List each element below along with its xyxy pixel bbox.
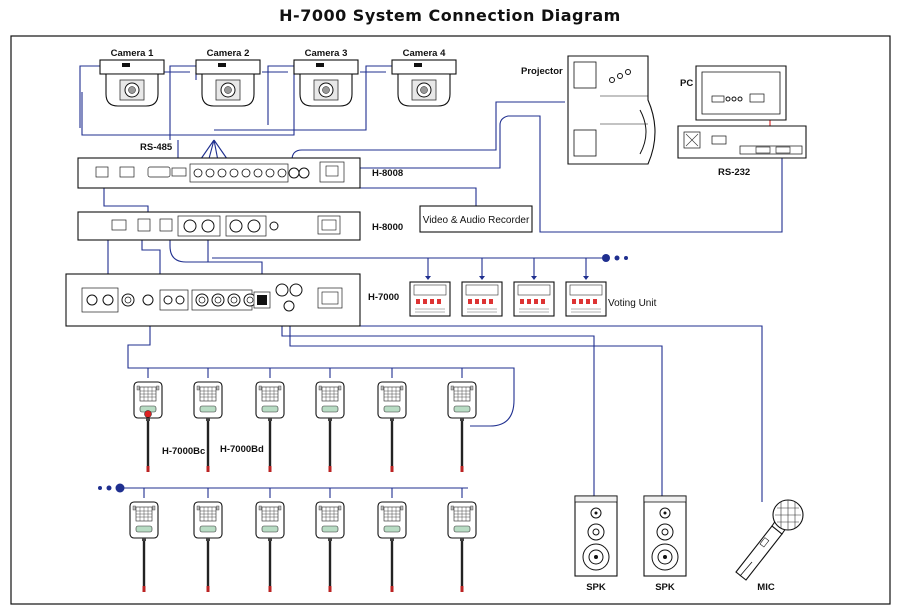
delegate-unit[interactable] [254, 500, 286, 594]
h8008-unit[interactable] [77, 157, 361, 189]
delegate-unit[interactable] [192, 500, 224, 594]
rs485-label: RS-485 [140, 142, 173, 153]
voting-unit[interactable] [461, 281, 503, 317]
projector[interactable] [567, 55, 656, 165]
speaker-2[interactable] [643, 495, 687, 577]
diagram-frame [10, 35, 891, 605]
camera-label: Camera 1 [111, 48, 154, 59]
cameras: Camera 1 Camera 2 Camera 3 Camera 4 [99, 48, 457, 107]
speaker-1[interactable] [574, 495, 618, 577]
camera-label: Camera 3 [305, 48, 348, 59]
delegate-unit[interactable] [446, 380, 478, 474]
video-audio-recorder[interactable]: Video & Audio Recorder [419, 205, 533, 233]
h8008-label: H-8008 [372, 168, 403, 179]
pc[interactable] [677, 65, 807, 159]
voting-unit[interactable] [513, 281, 555, 317]
delegate-unit[interactable] [446, 500, 478, 594]
microphone[interactable] [735, 499, 804, 581]
h7000bc-label: H-7000Bc [162, 446, 205, 457]
camera-4[interactable] [391, 59, 457, 107]
speaker-label: SPK [655, 582, 675, 593]
conference-units-row-1 [132, 380, 478, 474]
pc-label: PC [680, 78, 693, 89]
rs232-label: RS-232 [718, 167, 750, 178]
delegate-unit[interactable] [314, 380, 346, 474]
diagram-title: H-7000 System Connection Diagram [279, 6, 621, 25]
delegate-unit[interactable] [376, 500, 408, 594]
h8000-label: H-8000 [372, 222, 403, 233]
delegate-unit[interactable] [314, 500, 346, 594]
voting-units [409, 254, 628, 317]
h7000bd-label: H-7000Bd [220, 444, 264, 455]
delegate-unit[interactable] [376, 380, 408, 474]
delegate-unit[interactable] [128, 500, 160, 594]
camera-3[interactable] [293, 59, 359, 107]
delegate-unit[interactable] [254, 380, 286, 474]
camera-label: Camera 4 [403, 48, 446, 59]
recorder-label: Video & Audio Recorder [423, 215, 530, 226]
mic-label: MIC [757, 582, 775, 593]
camera-2[interactable] [195, 59, 261, 107]
delegate-unit[interactable] [192, 380, 224, 474]
h7000-label: H-7000 [368, 292, 399, 303]
projector-label: Projector [521, 66, 563, 77]
camera-1[interactable] [99, 59, 165, 107]
voting-unit[interactable] [565, 281, 607, 317]
h8000-unit[interactable] [77, 211, 361, 241]
voting-unit-label: Voting Unit [608, 298, 657, 309]
chairman-unit[interactable] [132, 380, 164, 474]
speaker-label: SPK [586, 582, 606, 593]
h7000-unit[interactable] [65, 273, 361, 327]
camera-label: Camera 2 [207, 48, 250, 59]
conference-units-row-2 [98, 483, 478, 594]
voting-unit[interactable] [409, 281, 451, 317]
